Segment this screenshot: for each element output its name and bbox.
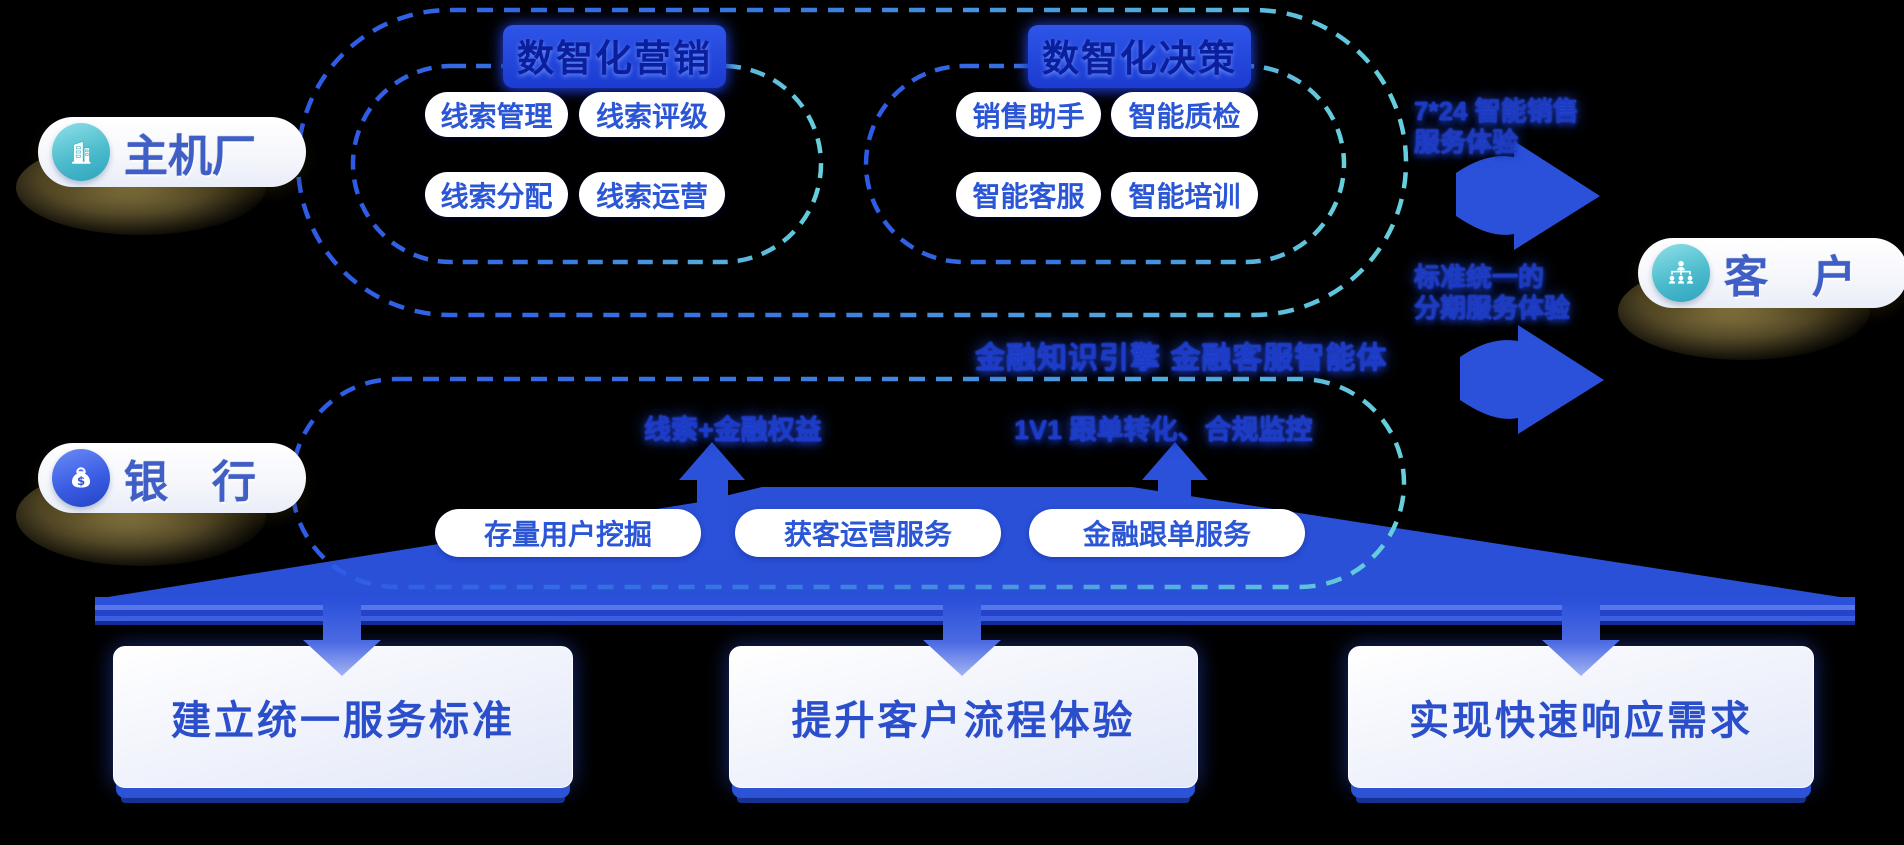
- pill-acquisition-operation: 获客运营服务: [735, 509, 1001, 557]
- decision-group-title: 数智化决策: [1028, 25, 1251, 88]
- marketing-group-title: 数智化营销: [503, 25, 726, 88]
- svg-text:$: $: [77, 474, 85, 488]
- engine-caption: 金融知识引擎 金融客服智能体: [975, 342, 1388, 375]
- bank-flow-leads-label: 线索+金融权益: [644, 415, 822, 445]
- right-arrow-top-caption: 7*24 智能销售 服务体验: [1414, 96, 1594, 158]
- pill-existing-user-mining: 存量用户挖掘: [435, 509, 701, 557]
- marketing-dashed-container: [350, 63, 824, 265]
- pill-lead-rating: 线索评级: [579, 92, 725, 137]
- caption-line: 7*24 智能销售: [1414, 96, 1579, 126]
- building-icon: [52, 123, 110, 181]
- caption-line: 标准统一的: [1414, 262, 1545, 292]
- up-arrow-leads-icon: [679, 442, 745, 562]
- bank-badge-label: 银 行: [124, 458, 256, 507]
- bank-flow-followup-label: 1V1 跟单转化、合规监控: [1014, 415, 1313, 445]
- outcome-card-standard: 建立统一服务标准: [113, 646, 573, 788]
- org-chart-icon: [1652, 244, 1710, 302]
- pill-smart-service: 智能客服: [956, 172, 1101, 217]
- right-arrow-bottom-caption: 标准统一的 分期服务体验: [1414, 262, 1594, 324]
- pill-lead-operation: 线索运营: [579, 172, 725, 217]
- decision-dashed-container: [863, 63, 1347, 265]
- pill-smart-training: 智能培训: [1111, 172, 1258, 217]
- customer-badge-label: 客 户: [1724, 253, 1856, 302]
- caption-line: 分期服务体验: [1414, 293, 1571, 323]
- outcome-card-response: 实现快速响应需求: [1348, 646, 1814, 788]
- oem-badge: 主机厂: [38, 117, 306, 187]
- oem-badge-label: 主机厂: [124, 132, 256, 181]
- right-arrow-bottom-icon: [1460, 325, 1604, 434]
- outcome-card-label: 提升客户流程体验: [791, 699, 1136, 743]
- bank-badge: $ 银 行: [38, 443, 306, 513]
- outcome-card-label: 实现快速响应需求: [1409, 699, 1753, 743]
- outcome-card-experience: 提升客户流程体验: [729, 646, 1198, 788]
- caption-line: 服务体验: [1414, 127, 1519, 157]
- money-bag-icon: $: [52, 449, 110, 507]
- pill-finance-followup: 金融跟单服务: [1029, 509, 1305, 557]
- pill-sales-assistant: 销售助手: [956, 92, 1101, 137]
- outcome-card-label: 建立统一服务标准: [171, 699, 515, 743]
- up-arrow-followup-icon: [1142, 442, 1208, 520]
- pill-quality-inspection: 智能质检: [1111, 92, 1258, 137]
- right-arrow-top-icon: [1456, 141, 1600, 250]
- pill-lead-assignment: 线索分配: [425, 172, 568, 217]
- pill-lead-management: 线索管理: [425, 92, 568, 137]
- customer-badge: 客 户: [1638, 238, 1904, 308]
